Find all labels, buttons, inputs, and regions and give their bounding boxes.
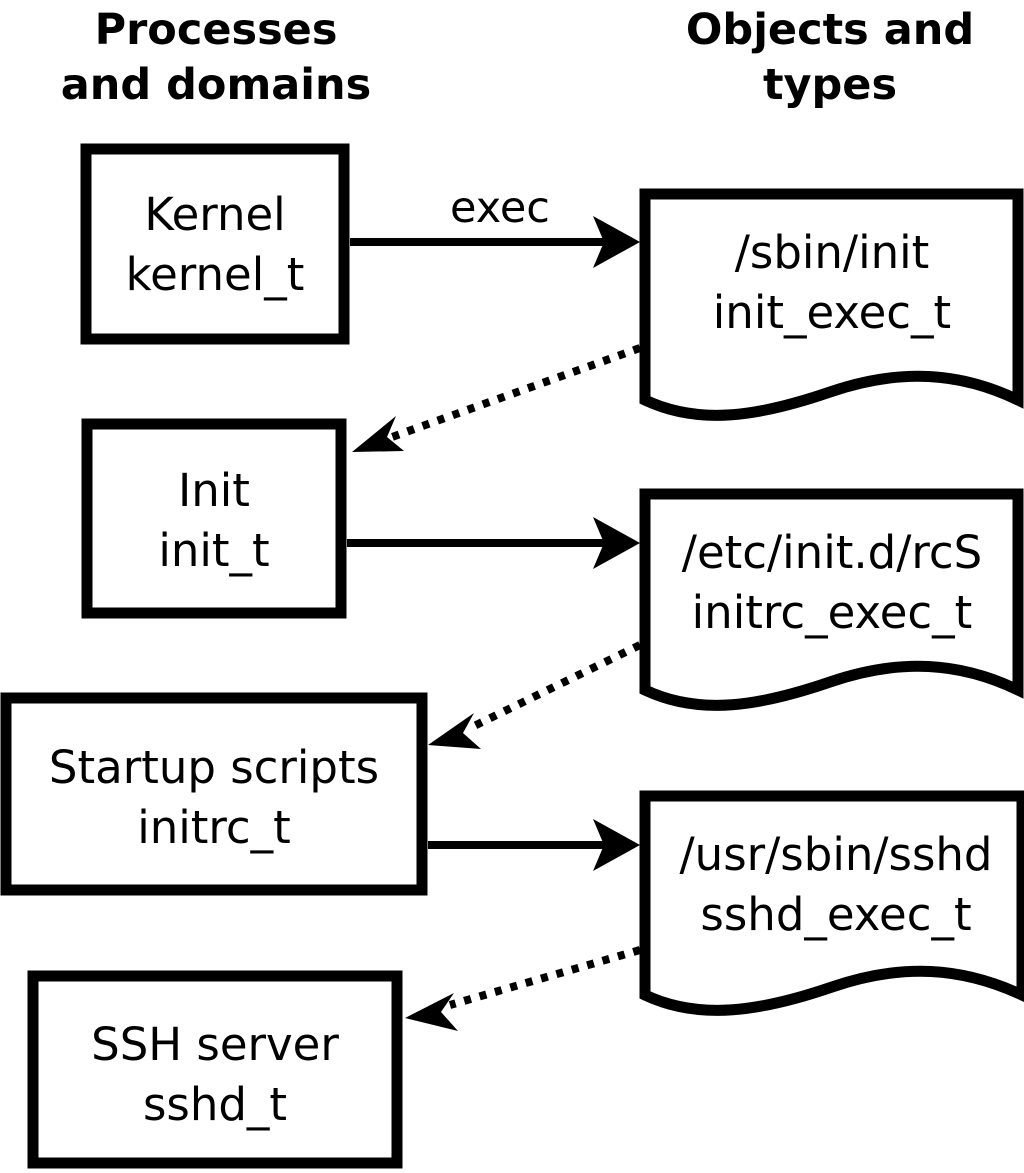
- column-title-objects-line2: types: [763, 60, 897, 110]
- edge-line: [390, 344, 642, 441]
- node-kernel[interactable]: Kernel kernel_t: [80, 143, 350, 345]
- column-title-processes-line2: and domains: [61, 60, 371, 110]
- node-label-line2: initrc_t: [137, 801, 291, 854]
- node-label-line1: /sbin/init: [735, 226, 930, 279]
- column-title-objects-line1: Objects and: [686, 5, 974, 55]
- node-label-line1: Init: [178, 464, 250, 517]
- node-document-shape: [639, 488, 1024, 711]
- arrow-head-icon: [593, 216, 640, 268]
- edge-initrcexec-transition-initrc: [428, 641, 642, 749]
- node-label-line1: /usr/sbin/sshd: [680, 828, 993, 881]
- node-label-line1: Kernel: [144, 188, 285, 241]
- edge-line: [448, 946, 642, 1009]
- arrow-head-icon: [593, 517, 640, 569]
- node-usr-sbin-sshd[interactable]: /usr/sbin/sshd sshd_exec_t: [639, 790, 1024, 1016]
- arrow-head-icon: [428, 713, 481, 749]
- node-label-line2: sshd_exec_t: [700, 888, 971, 941]
- node-ssh-server[interactable]: SSH server sshd_t: [27, 970, 403, 1169]
- node-label-line2: init_exec_t: [713, 286, 951, 339]
- edge-line: [468, 641, 642, 732]
- edge-sshdexec-transition-sshd: [405, 946, 642, 1031]
- edge-initexec-transition-init: [352, 344, 642, 452]
- node-label-line1: Startup scripts: [49, 741, 379, 794]
- node-label-line2: init_t: [158, 524, 269, 577]
- node-label-line1: /etc/init.d/rcS: [682, 526, 982, 579]
- node-box: [81, 418, 347, 619]
- node-label-line2: kernel_t: [126, 248, 305, 301]
- column-title-processes-line1: Processes: [95, 5, 338, 55]
- node-label-line1: SSH server: [91, 1018, 339, 1071]
- node-init[interactable]: Init init_t: [81, 418, 347, 619]
- arrow-head-icon: [593, 819, 640, 871]
- arrow-head-icon: [352, 416, 404, 452]
- node-sbin-init[interactable]: /sbin/init init_exec_t: [639, 188, 1024, 421]
- edge-label-exec: exec: [450, 183, 550, 233]
- node-box: [80, 143, 350, 345]
- node-box: [27, 970, 403, 1169]
- node-etc-initd-rcs[interactable]: /etc/init.d/rcS initrc_exec_t: [639, 488, 1024, 711]
- node-document-shape: [639, 188, 1024, 421]
- node-box: [0, 692, 428, 896]
- node-label-line2: initrc_exec_t: [692, 586, 973, 639]
- node-label-line2: sshd_t: [143, 1078, 287, 1131]
- edge-kernel-exec-init: exec: [350, 183, 640, 268]
- edge-init-exec-rcs: [347, 517, 640, 569]
- node-document-shape: [639, 790, 1024, 1016]
- node-startup-scripts[interactable]: Startup scripts initrc_t: [0, 692, 428, 896]
- arrow-head-icon: [405, 993, 458, 1031]
- edge-initrc-exec-sshd: [428, 819, 640, 871]
